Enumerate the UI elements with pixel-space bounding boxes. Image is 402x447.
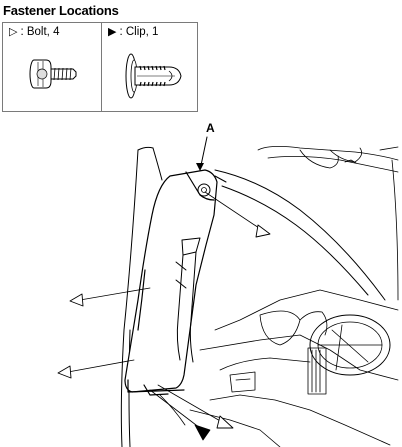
callout-a-arrow [196,163,204,171]
clip-symbol-icon: ▶ [108,25,117,38]
bolt-marker-3 [57,365,72,379]
callout-a: A [206,121,215,135]
bolt-marker-1 [255,224,271,238]
legend-clip-label: : Clip, 1 [119,26,159,38]
seat-belt [175,237,201,363]
fastener-legend: ▷ : Bolt, 4 ▶ : Clip, 1 [2,22,198,112]
page-title: Fastener Locations [3,3,119,18]
clip-icon [125,53,182,99]
bolt-markers [57,191,271,429]
bolt-marker-2 [69,293,84,307]
bolt-icon [29,59,77,89]
bolt-marker-4 [216,415,234,429]
lower-interior [159,289,399,447]
legend-bolt: ▷ : Bolt, 4 [3,23,100,111]
legend-divider [101,23,102,111]
legend-clip: ▶ : Clip, 1 [102,23,199,111]
bolt-symbol-icon: ▷ [9,25,18,38]
legend-bolt-label: : Bolt, 4 [20,26,60,38]
b-pillar-trim-diagram: A [57,121,399,447]
clip-markers [149,389,211,441]
door-frame [120,146,163,447]
b-pillar-trim [124,169,218,396]
interior-background [257,146,399,301]
clip-marker-1 [194,424,211,441]
roof-rail [214,169,386,301]
